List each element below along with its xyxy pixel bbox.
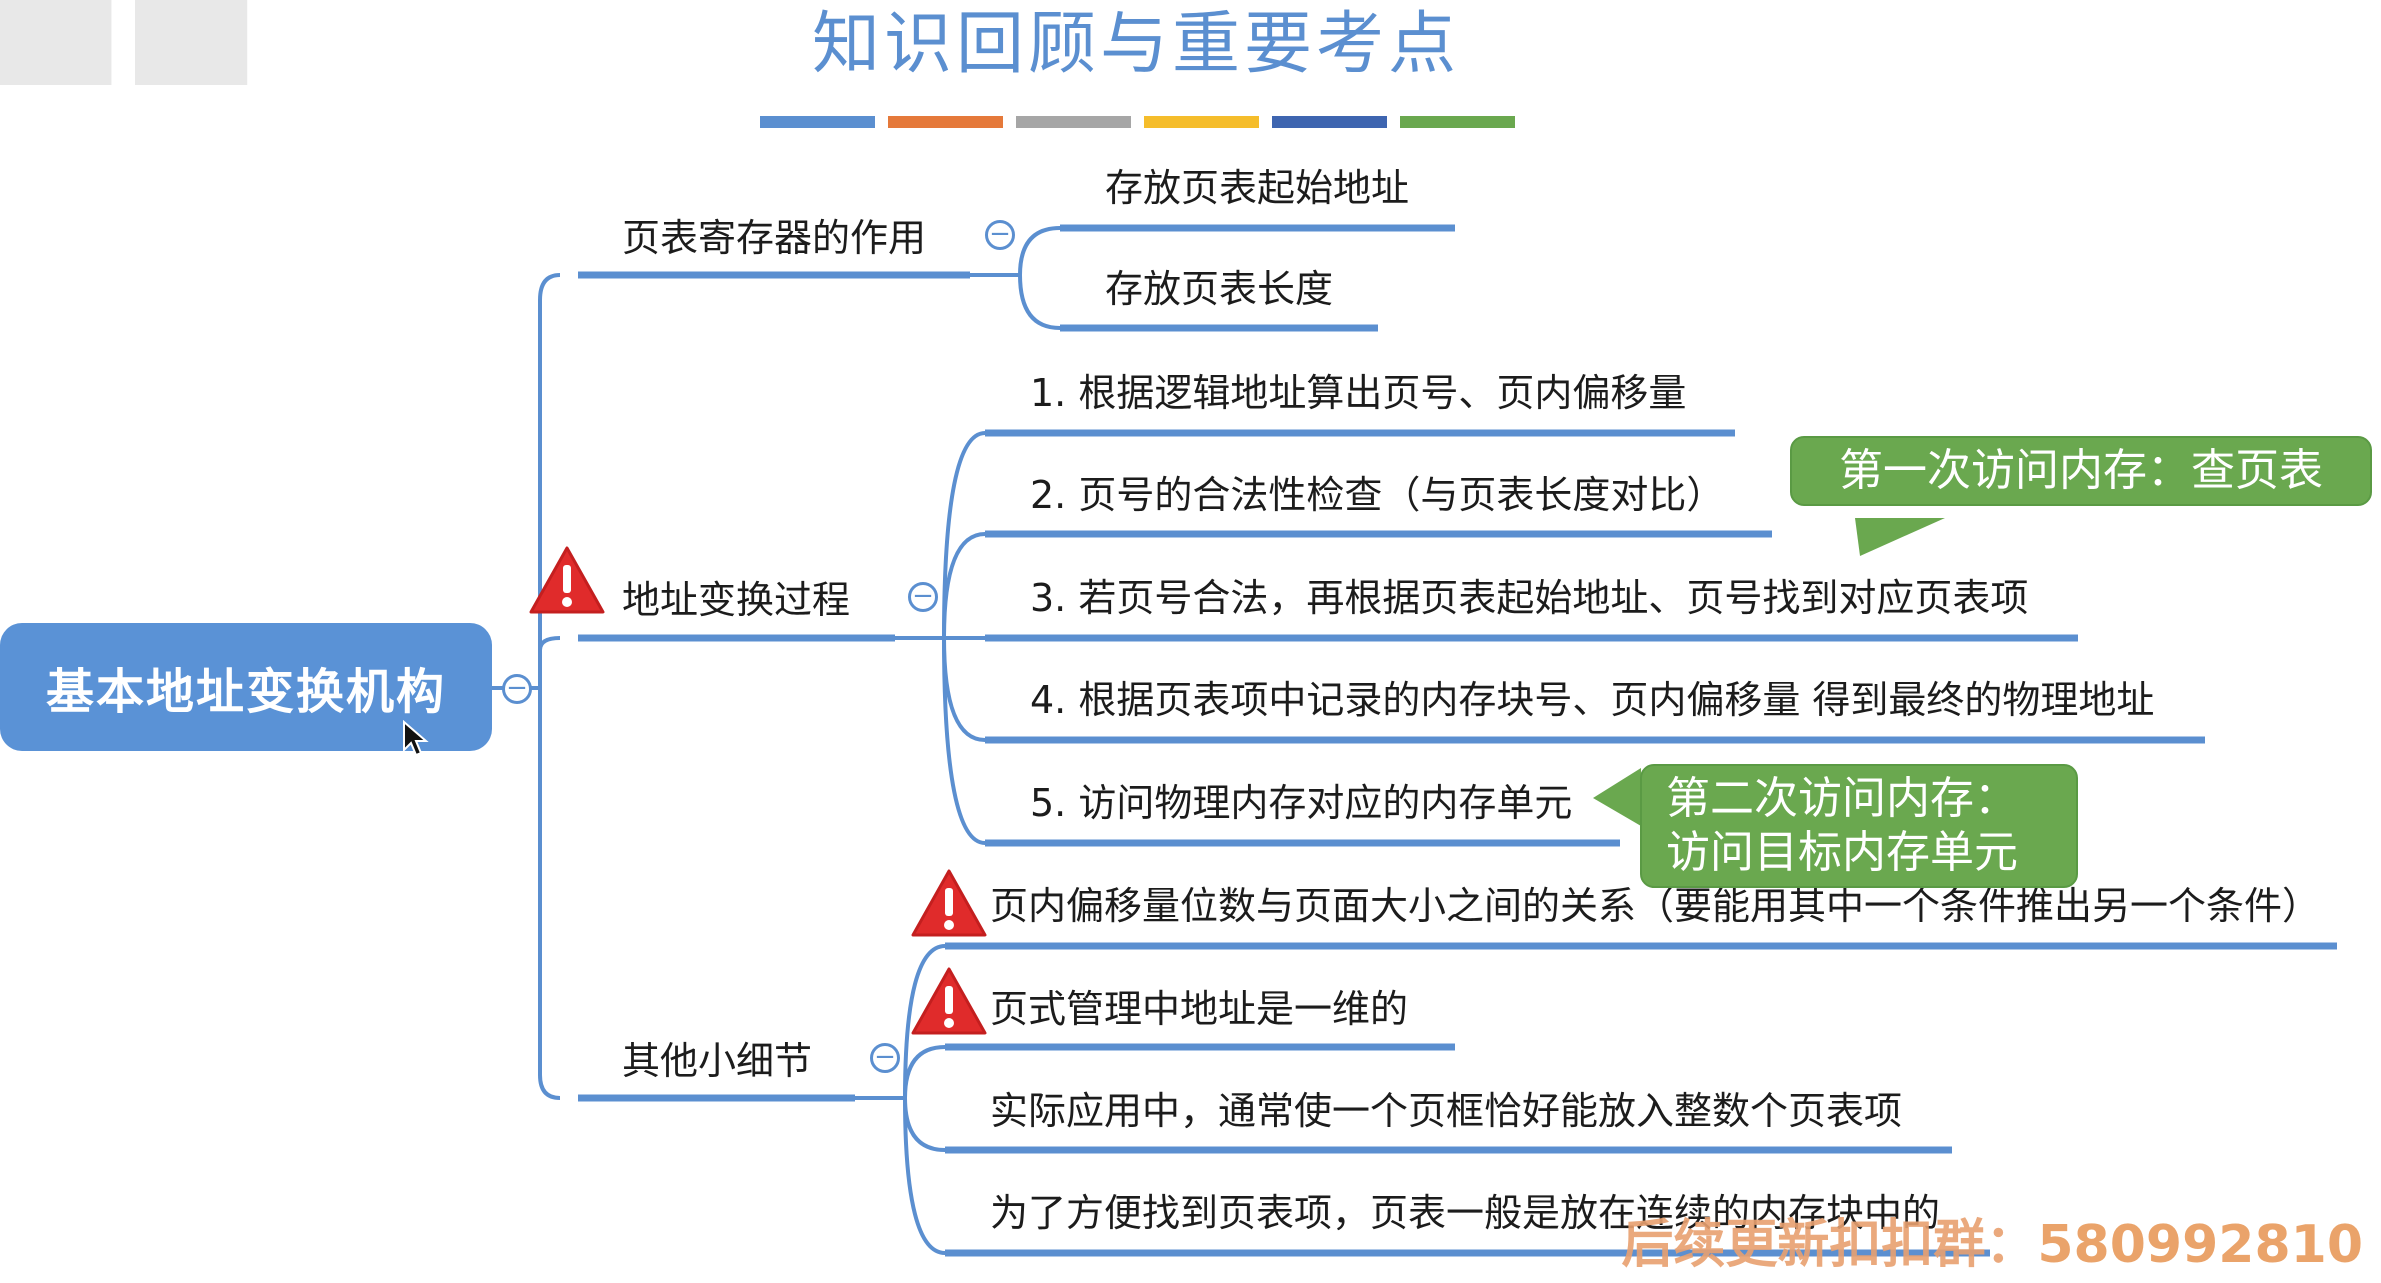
footer-group-note: 后续更新扣扣群：580992810 [1621, 1202, 2363, 1277]
register-item-2[interactable]: 存放页表长度 [1105, 267, 1334, 311]
watermark-logo: ██ ██ [0, 0, 247, 84]
collapse-minus-icon[interactable]: − [502, 674, 532, 704]
color-bar-4 [1144, 116, 1259, 128]
callout-second-line1: 第二次访问内存： [1666, 773, 2018, 824]
warning-triangle-icon [911, 967, 987, 1035]
process-step-5[interactable]: 5. 访问物理内存对应的内存单元 [1030, 781, 1573, 825]
color-bar-5 [1272, 116, 1387, 128]
footer-text: 后续更新扣扣群： [1621, 1215, 2038, 1275]
detail-item-3[interactable]: 实际应用中，通常使一个页框恰好能放入整数个页表项 [990, 1089, 1903, 1133]
process-step-1[interactable]: 1. 根据逻辑地址算出页号、页内偏移量 [1030, 371, 1687, 415]
branch-process-label[interactable]: 地址变换过程 [622, 578, 851, 622]
register-item-1[interactable]: 存放页表起始地址 [1105, 166, 1410, 210]
color-bar-6 [1400, 116, 1515, 128]
detail-item-4[interactable]: 为了方便找到页表项，页表一般是放在连续的内存块中的 [990, 1191, 1941, 1235]
color-bar-1 [760, 116, 875, 128]
warning-triangle-icon [529, 546, 605, 614]
detail-item-1[interactable]: 页内偏移量位数与页面大小之间的关系（要能用其中一个条件推出另一个条件） [990, 884, 2321, 928]
callout-pointer [1593, 768, 1641, 826]
callout-second-line2: 访问目标内存单元 [1666, 827, 2018, 878]
collapse-minus-icon[interactable]: − [870, 1043, 900, 1073]
branch-register-label[interactable]: 页表寄存器的作用 [622, 216, 927, 260]
branch-details-label[interactable]: 其他小细节 [622, 1039, 813, 1083]
mouse-pointer-icon [403, 720, 429, 757]
process-step-4[interactable]: 4. 根据页表项中记录的内存块号、页内偏移量 得到最终的物理地址 [1030, 678, 2155, 722]
warning-triangle-icon [911, 869, 987, 937]
footer-number: 580992810 [2037, 1215, 2363, 1275]
color-bar-3 [1016, 116, 1131, 128]
detail-item-2[interactable]: 页式管理中地址是一维的 [990, 987, 1409, 1031]
callout-first-text: 第一次访问内存：查页表 [1839, 445, 2323, 496]
page-title: 知识回顾与重要考点 [811, 5, 1460, 84]
callout-first-memory-access: 第一次访问内存：查页表 [1790, 436, 2372, 506]
process-step-2[interactable]: 2. 页号的合法性检查（与页表长度对比） [1030, 473, 1725, 517]
callout-second-memory-access: 第二次访问内存： 访问目标内存单元 [1640, 764, 2078, 888]
callout-pointer [1855, 518, 1945, 556]
color-bar-2 [888, 116, 1003, 128]
process-step-3[interactable]: 3. 若页号合法，再根据页表起始地址、页号找到对应页表项 [1030, 576, 2029, 620]
collapse-minus-icon[interactable]: − [908, 582, 938, 612]
collapse-minus-icon[interactable]: − [985, 220, 1015, 250]
